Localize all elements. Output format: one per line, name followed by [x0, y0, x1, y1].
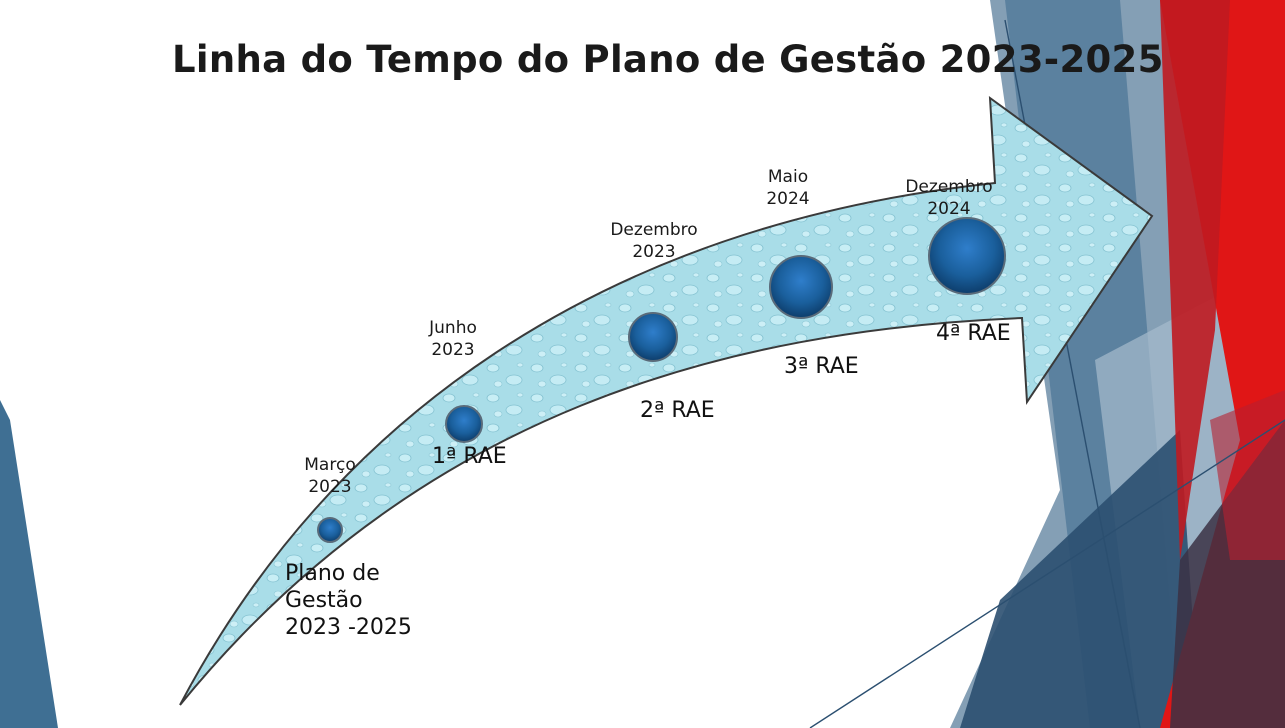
- milestone-dot: [928, 217, 1006, 295]
- milestone-dots: [317, 217, 1006, 543]
- left-accent: [0, 400, 58, 728]
- milestone-event: 2ª RAE: [640, 398, 715, 423]
- milestone-event: Plano de Gestão 2023 -2025: [285, 561, 412, 640]
- milestone-dot: [769, 255, 833, 319]
- timeline-arrow: [179, 95, 1154, 706]
- milestone-event: 4ª RAE: [936, 321, 1011, 346]
- milestone-event: 1ª RAE: [432, 444, 507, 469]
- milestone-dot: [628, 312, 678, 362]
- page-title: Linha do Tempo do Plano de Gestão 2023-2…: [172, 38, 1164, 81]
- milestone-dot: [445, 405, 483, 443]
- milestone-event: 3ª RAE: [784, 354, 859, 379]
- milestone-dot: [317, 517, 343, 543]
